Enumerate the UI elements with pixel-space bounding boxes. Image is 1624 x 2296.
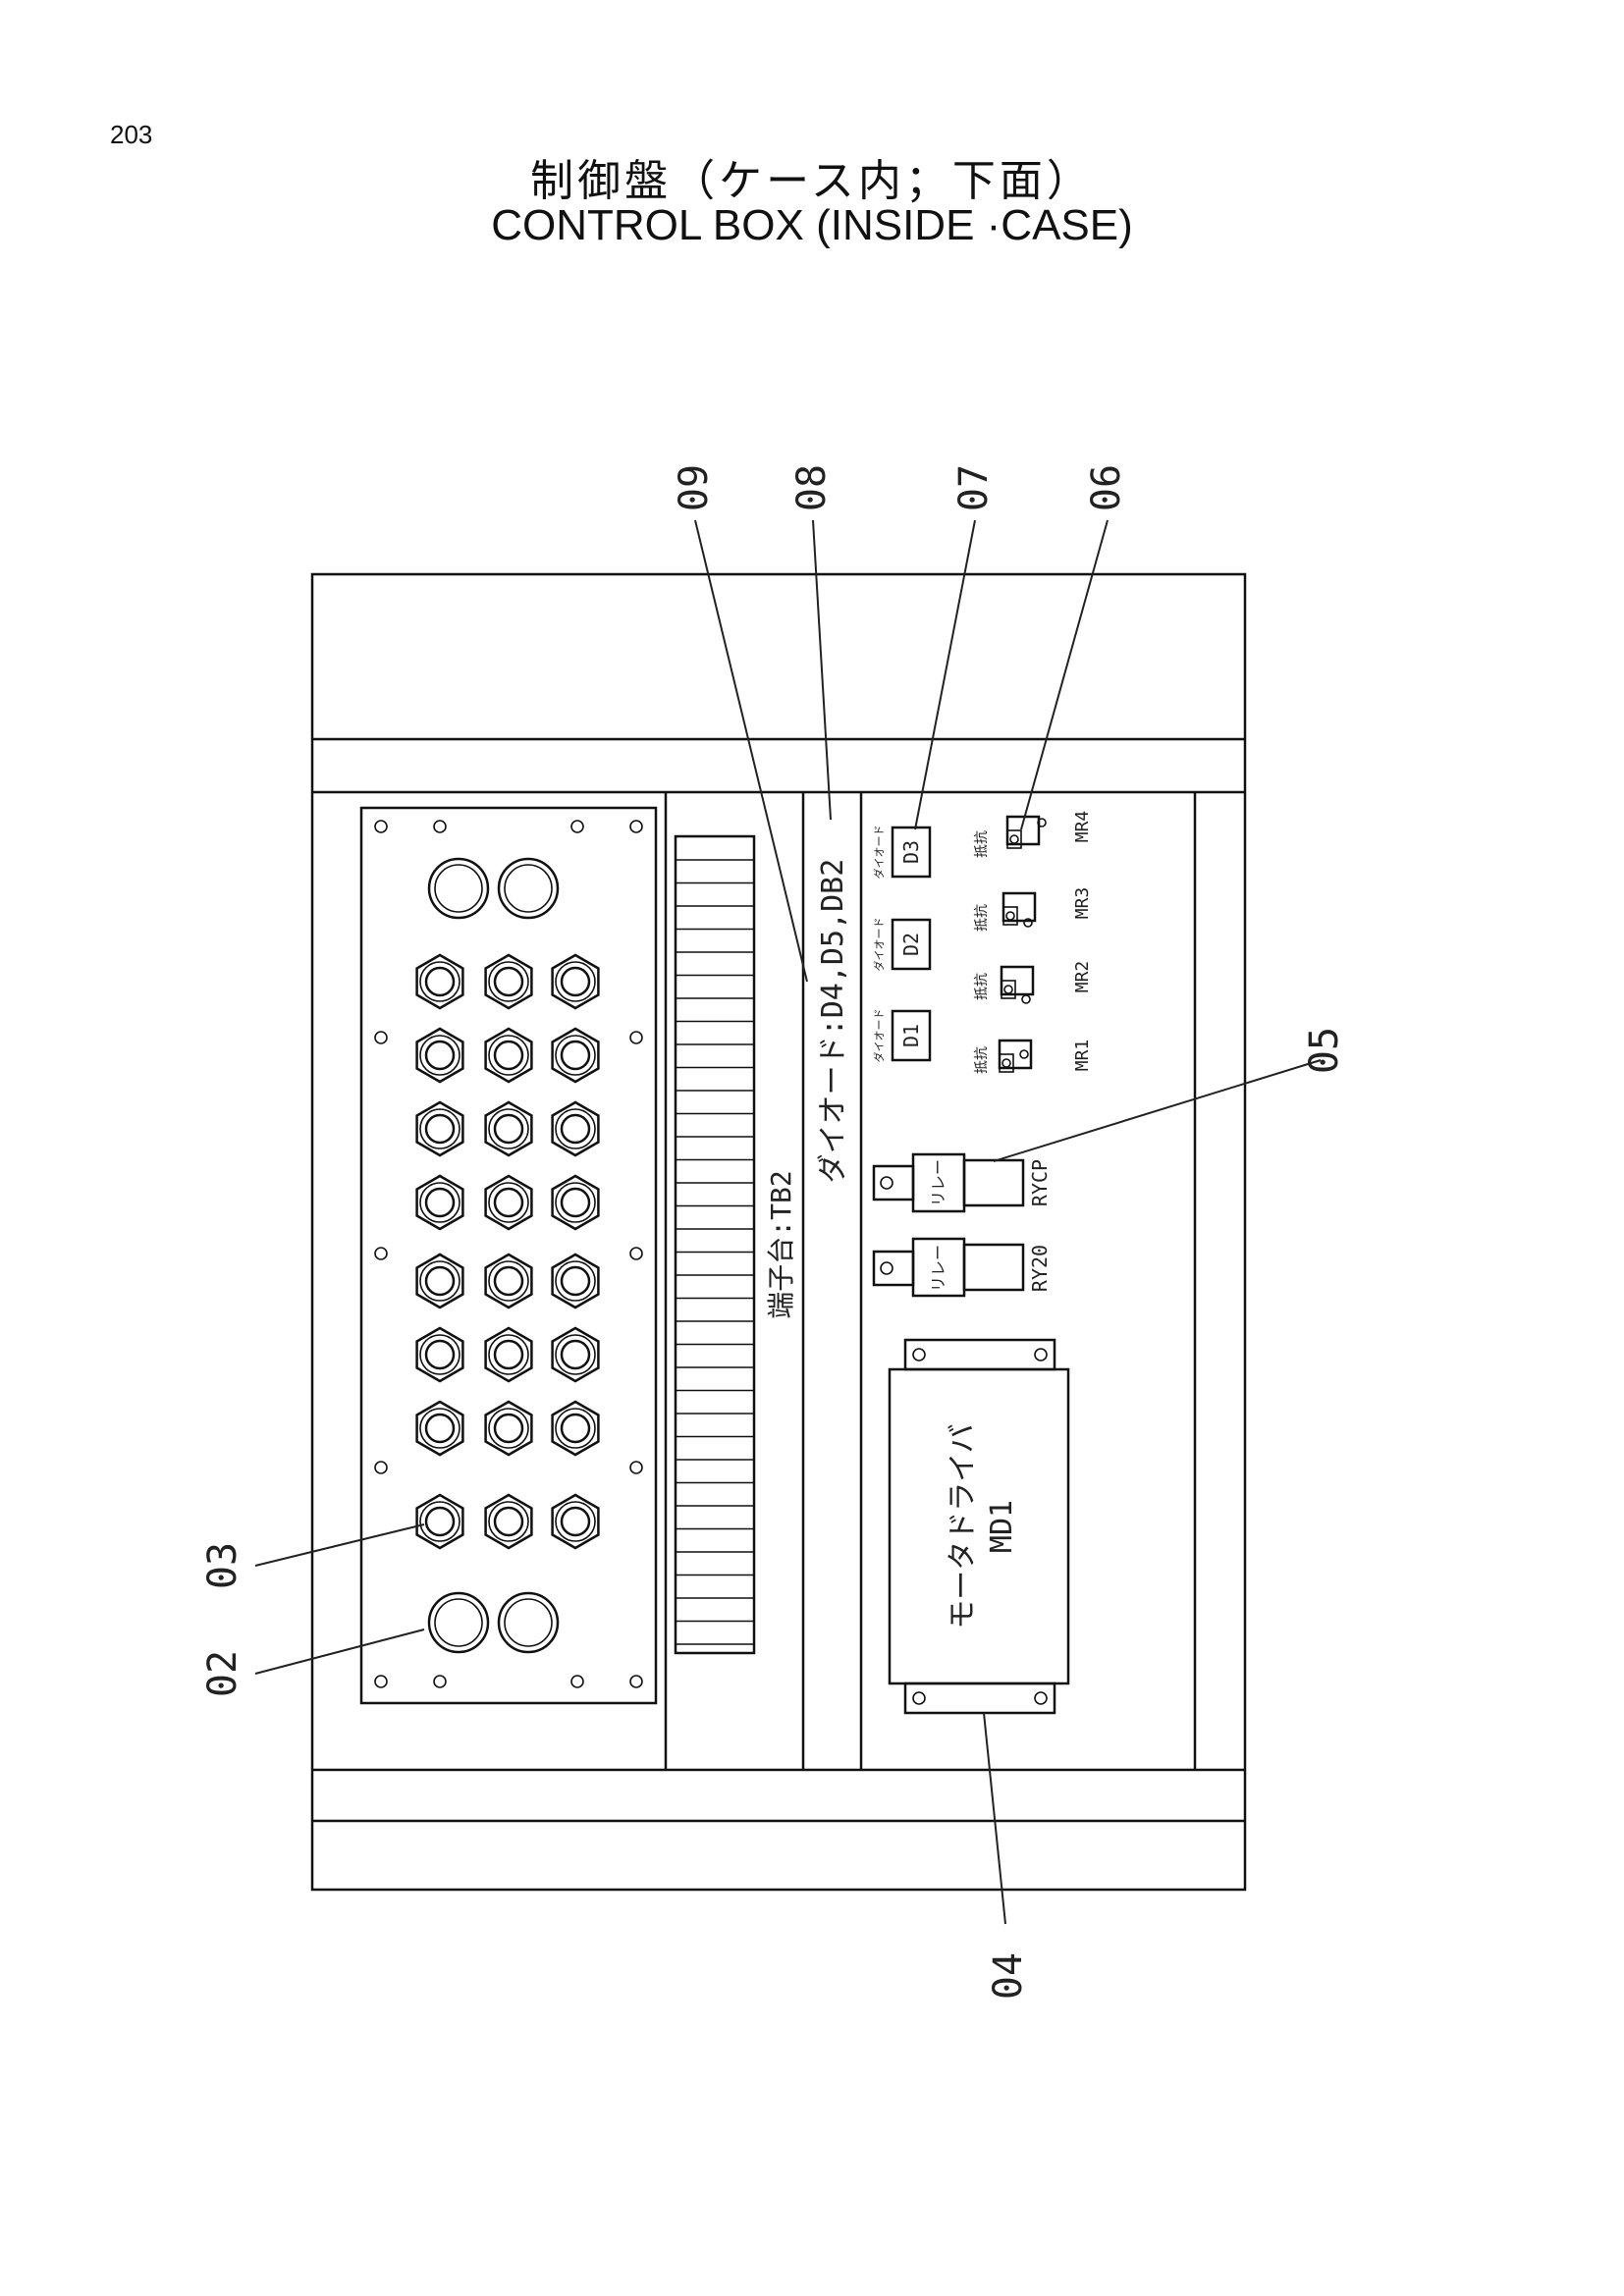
cable-gland	[551, 1027, 600, 1084]
terminal-block-label: 端子台:TB2	[765, 1170, 797, 1318]
cable-gland	[415, 1027, 464, 1084]
callout-04: 04	[986, 1952, 1031, 2000]
diode-group-label: ダイオード:D4,D5,DB2	[816, 859, 850, 1184]
cable-gland	[415, 1174, 464, 1231]
relay-word-ry20: リレー	[929, 1245, 947, 1292]
small-cable-glands	[415, 953, 600, 1550]
diode-label-d3: D3	[899, 840, 923, 864]
resistor-label-mr1: MR1	[1072, 1040, 1093, 1072]
cable-gland	[551, 1326, 600, 1383]
resistor-label-mr4: MR4	[1072, 811, 1093, 843]
relay-rycp: リレー RYCP	[872, 1152, 1052, 1213]
diode-label-d1: D1	[899, 1024, 923, 1047]
panel-divisions	[664, 792, 863, 1770]
resistor-word-mr2: 抵抗	[974, 973, 990, 1000]
diode-label-d2: D2	[899, 933, 923, 956]
cable-gland	[551, 1174, 600, 1231]
callout-05: 05	[1302, 1027, 1347, 1074]
cable-gland	[551, 1493, 600, 1550]
cable-gland	[484, 1174, 533, 1231]
motor-driver-label: モータドライバ	[946, 1423, 980, 1629]
callout-03: 03	[200, 1542, 245, 1589]
callout-07: 07	[951, 464, 997, 511]
resistor-label-mr2: MR2	[1072, 961, 1093, 993]
cable-gland	[415, 1400, 464, 1457]
diode-d3: D3 ダイオード	[872, 826, 932, 880]
cable-gland	[484, 953, 533, 1010]
leader-lines	[254, 519, 1322, 1925]
diode-word-d2: ダイオード	[872, 918, 886, 972]
resistor-label-mr3: MR3	[1072, 887, 1093, 920]
callout-02: 02	[200, 1650, 245, 1697]
large-cable-glands	[427, 857, 560, 1654]
resistor-word-mr4: 抵抗	[974, 830, 990, 858]
cable-gland	[551, 953, 600, 1010]
motor-driver-id: MD1	[985, 1500, 1019, 1553]
cable-gland	[551, 1253, 600, 1309]
title-japanese: 制御盤（ケース内；下面）	[530, 156, 1094, 206]
page-number: 203	[110, 120, 153, 149]
resistor-mr1: 抵抗 MR1	[974, 1040, 1093, 1074]
cable-gland	[484, 1100, 533, 1157]
diode-d1: D1 ダイオード	[872, 1009, 932, 1063]
cable-gland	[415, 1326, 464, 1383]
resistor-mr3: 抵抗 MR3	[974, 887, 1093, 932]
cable-gland	[484, 1326, 533, 1383]
outer-case	[310, 572, 1247, 1892]
relay-label-ry20: RY20	[1028, 1245, 1052, 1292]
cable-gland	[484, 1253, 533, 1309]
callout-06: 06	[1084, 464, 1129, 511]
title-english: CONTROL BOX (INSIDE ·CASE)	[491, 201, 1133, 249]
resistor-word-mr3: 抵抗	[974, 904, 990, 932]
diode-word-d1: ダイオード	[872, 1009, 886, 1063]
diode-d2: D2 ダイオード	[872, 918, 932, 972]
relay-word-rycp: リレー	[929, 1159, 947, 1206]
cable-gland	[415, 1100, 464, 1157]
cable-gland	[551, 1100, 600, 1157]
diode-word-d3: ダイオード	[872, 826, 886, 880]
callout-08: 08	[789, 464, 835, 511]
relay-ry20: リレー RY20	[872, 1237, 1052, 1298]
motor-driver-md1: モータドライバ MD1	[888, 1338, 1070, 1715]
cable-gland	[484, 1027, 533, 1084]
resistor-word-mr1: 抵抗	[974, 1046, 990, 1074]
cable-gland	[415, 1253, 464, 1309]
plate-mounting-holes	[374, 820, 643, 1688]
cable-gland	[415, 1493, 464, 1550]
callout-09: 09	[672, 464, 717, 511]
cable-gland	[484, 1400, 533, 1457]
resistor-mr4: 抵抗 MR4	[974, 811, 1093, 858]
cable-gland	[551, 1400, 600, 1457]
relay-label-rycp: RYCP	[1028, 1159, 1052, 1206]
cable-gland	[415, 953, 464, 1010]
resistor-mr2: 抵抗 MR2	[974, 961, 1093, 1004]
cable-gland	[484, 1493, 533, 1550]
terminal-block-tb2	[674, 834, 756, 1655]
connector-plate	[359, 806, 658, 1705]
